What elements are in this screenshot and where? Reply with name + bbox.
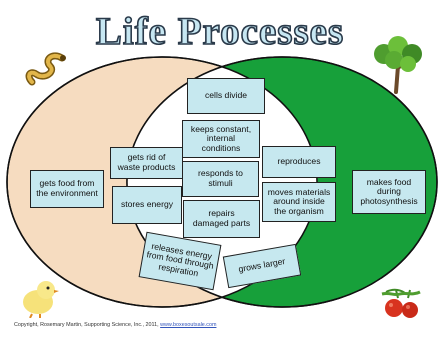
card-stores-energy: stores energy — [112, 186, 182, 224]
copyright-link[interactable]: www.boxesoutsale.com — [160, 322, 217, 328]
page-title: Life Processes — [95, 9, 344, 54]
chick-icon — [23, 281, 59, 318]
tomato-icon — [381, 288, 421, 318]
card-cells-divide: cells divide — [187, 78, 265, 114]
copyright-text: Copyright, Rosemary Martin, Supporting S… — [14, 322, 161, 328]
snake-icon — [25, 52, 66, 86]
card-reproduces: reproduces — [262, 146, 336, 178]
card-waste: gets rid of waste products — [110, 147, 183, 179]
card-repairs: repairs damaged parts — [183, 200, 260, 238]
svg-text:Life Processes: Life Processes — [96, 10, 344, 53]
card-responds: responds to stimuli — [182, 161, 259, 197]
card-gets-food: gets food from the environment — [30, 170, 104, 208]
card-keeps-constant: keeps constant, internal conditions — [182, 120, 260, 158]
card-moves-materials: moves materials around inside the organi… — [262, 182, 336, 222]
card-makes-food: makes food during photosynthesis — [352, 170, 426, 214]
copyright-footer: Copyright, Rosemary Martin, Supporting S… — [14, 322, 434, 328]
tree-icon — [374, 36, 422, 94]
